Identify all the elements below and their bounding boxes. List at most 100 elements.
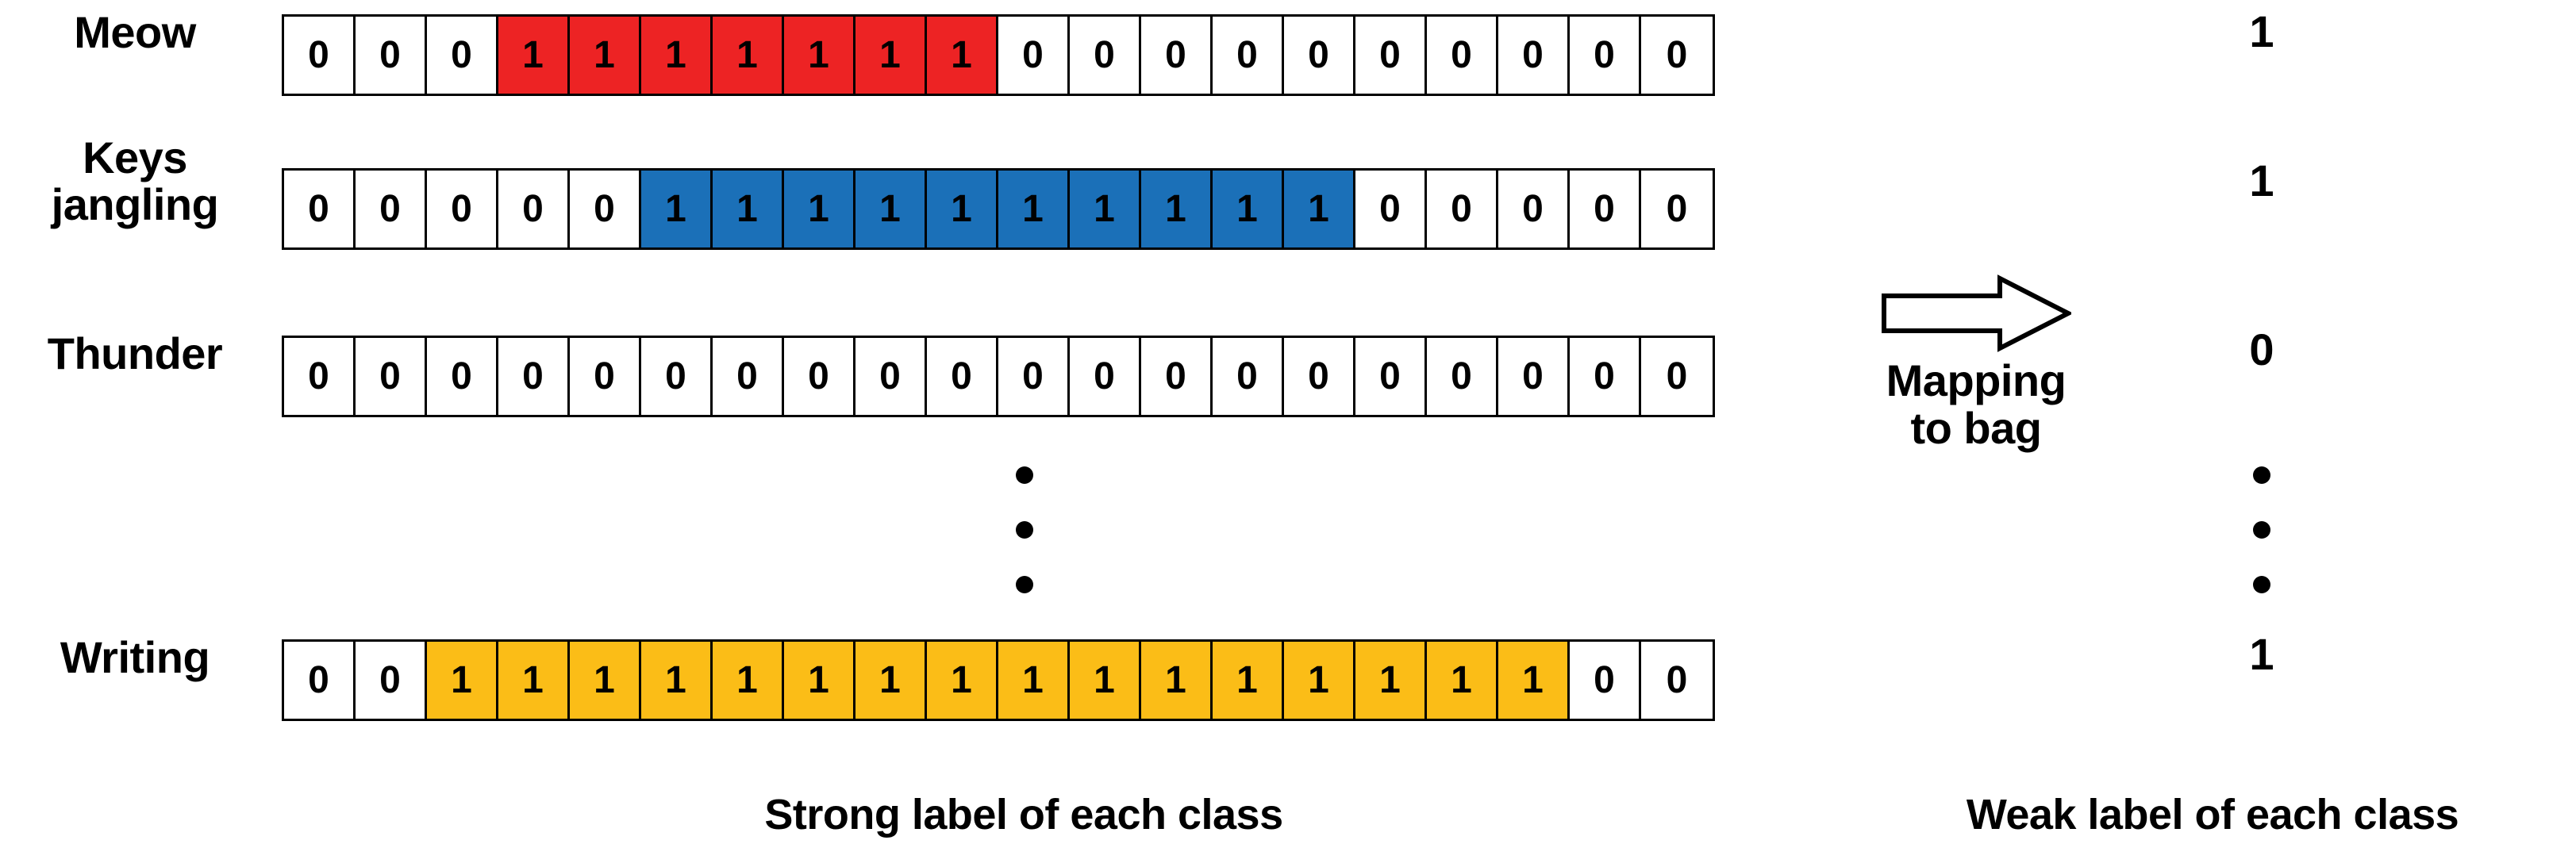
strong-label-cell: 1 xyxy=(784,171,855,247)
strong-label-cell: 1 xyxy=(1498,642,1570,719)
strong-label-cell: 0 xyxy=(1213,338,1284,415)
strong-label-cell: 0 xyxy=(713,338,784,415)
vertical-ellipsis-icon-weak xyxy=(2252,466,2271,593)
strong-label-cell: 1 xyxy=(641,642,713,719)
class-label-writing: Writing xyxy=(0,632,270,682)
strong-label-cell: 0 xyxy=(1498,171,1570,247)
strong-label-cell: 1 xyxy=(713,171,784,247)
strong-label-cell: 1 xyxy=(713,642,784,719)
ellipsis-dot xyxy=(1016,466,1033,484)
strong-label-cell: 0 xyxy=(427,17,498,94)
strong-label-cell: 0 xyxy=(998,17,1070,94)
vertical-ellipsis-icon-strong xyxy=(1015,466,1034,593)
strong-label-cell: 0 xyxy=(927,338,998,415)
class-label-meow: Meow xyxy=(0,7,270,57)
strong-label-cell: 1 xyxy=(855,171,927,247)
class-label-line: jangling xyxy=(51,178,219,229)
strong-label-cell: 0 xyxy=(1355,17,1427,94)
strong-label-cell: 1 xyxy=(1070,642,1141,719)
strong-label-cell: 0 xyxy=(356,17,427,94)
strong-label-cell: 0 xyxy=(284,338,356,415)
class-label-line: Keys xyxy=(83,132,187,182)
strong-label-cell: 0 xyxy=(1141,17,1213,94)
strong-label-cell: 0 xyxy=(498,171,570,247)
mapping-text-line: Mapping xyxy=(1886,355,2067,405)
strong-label-cell: 0 xyxy=(1570,338,1641,415)
strong-label-cell: 1 xyxy=(855,17,927,94)
strong-label-cell: 0 xyxy=(356,338,427,415)
strong-label-cell: 0 xyxy=(1570,171,1641,247)
strong-label-cell: 1 xyxy=(1284,642,1355,719)
strong-label-cell: 0 xyxy=(1355,171,1427,247)
caption-strong-label: Strong label of each class xyxy=(764,791,1283,838)
strong-label-cell: 0 xyxy=(427,338,498,415)
strong-label-cell: 1 xyxy=(570,642,641,719)
ellipsis-dot xyxy=(1016,576,1033,593)
class-label-line: Writing xyxy=(60,632,210,682)
strong-label-cell: 0 xyxy=(1427,338,1498,415)
strong-label-cell: 0 xyxy=(1641,171,1713,247)
strong-label-cell: 0 xyxy=(1141,338,1213,415)
strong-label-cell: 0 xyxy=(1427,17,1498,94)
strong-label-cell: 0 xyxy=(1213,17,1284,94)
strong-label-cell: 0 xyxy=(284,17,356,94)
strong-label-cell: 1 xyxy=(1213,171,1284,247)
strong-label-cell: 1 xyxy=(1141,642,1213,719)
strong-label-cell: 0 xyxy=(1641,642,1713,719)
class-label-keys-jangling: Keys jangling xyxy=(0,132,270,229)
strong-label-cell: 0 xyxy=(570,338,641,415)
weak-label-writing: 1 xyxy=(2249,629,2274,679)
strong-label-cell: 0 xyxy=(1284,17,1355,94)
class-label-line: Thunder xyxy=(47,328,223,378)
strong-label-cell: 1 xyxy=(927,171,998,247)
strong-label-cell: 0 xyxy=(1498,338,1570,415)
strong-label-cell: 0 xyxy=(1070,338,1141,415)
strong-label-cell: 0 xyxy=(570,171,641,247)
strong-label-cell: 1 xyxy=(784,642,855,719)
strong-label-cell: 1 xyxy=(1355,642,1427,719)
strong-label-cell: 0 xyxy=(356,171,427,247)
weak-label-keys-jangling: 1 xyxy=(2249,155,2274,205)
strong-label-cell: 1 xyxy=(427,642,498,719)
strong-label-cell: 1 xyxy=(713,17,784,94)
strong-label-cell: 0 xyxy=(356,642,427,719)
class-label-thunder: Thunder xyxy=(0,328,270,378)
strong-label-cell: 1 xyxy=(927,642,998,719)
strong-label-cell: 0 xyxy=(1070,17,1141,94)
right-arrow-outline-icon xyxy=(1882,274,2071,352)
weak-label-thunder: 0 xyxy=(2249,324,2274,374)
strong-label-cell: 0 xyxy=(1641,17,1713,94)
strong-label-cell: 1 xyxy=(1141,171,1213,247)
strong-label-cell: 0 xyxy=(855,338,927,415)
strong-label-cell: 1 xyxy=(498,642,570,719)
strong-label-cell: 1 xyxy=(1284,171,1355,247)
strong-label-cell: 0 xyxy=(1498,17,1570,94)
strong-label-cell: 1 xyxy=(1213,642,1284,719)
mapping-to-bag-text: Mapping to bag xyxy=(1849,355,2103,454)
strong-label-cell: 1 xyxy=(1070,171,1141,247)
ellipsis-dot xyxy=(1016,521,1033,539)
strong-label-cell: 0 xyxy=(498,338,570,415)
strong-label-cell: 0 xyxy=(427,171,498,247)
strong-label-cell: 0 xyxy=(284,171,356,247)
mapping-text-line: to bag xyxy=(1910,403,2042,454)
strong-label-cell: 1 xyxy=(855,642,927,719)
strong-label-cell: 1 xyxy=(570,17,641,94)
strong-label-cell: 0 xyxy=(1641,338,1713,415)
strong-label-cell: 0 xyxy=(998,338,1070,415)
strong-label-cell: 0 xyxy=(1284,338,1355,415)
weak-label-meow: 1 xyxy=(2249,6,2274,56)
strong-label-cell: 0 xyxy=(641,338,713,415)
strong-label-cell: 1 xyxy=(1427,642,1498,719)
strong-label-cell: 0 xyxy=(1570,17,1641,94)
strong-label-cell: 0 xyxy=(1427,171,1498,247)
strong-label-cell: 1 xyxy=(498,17,570,94)
class-label-line: Meow xyxy=(74,7,196,57)
caption-weak-label: Weak label of each class xyxy=(1966,791,2459,838)
strong-label-cell: 1 xyxy=(998,171,1070,247)
strong-label-cell: 1 xyxy=(998,642,1070,719)
strong-label-cell: 0 xyxy=(1355,338,1427,415)
